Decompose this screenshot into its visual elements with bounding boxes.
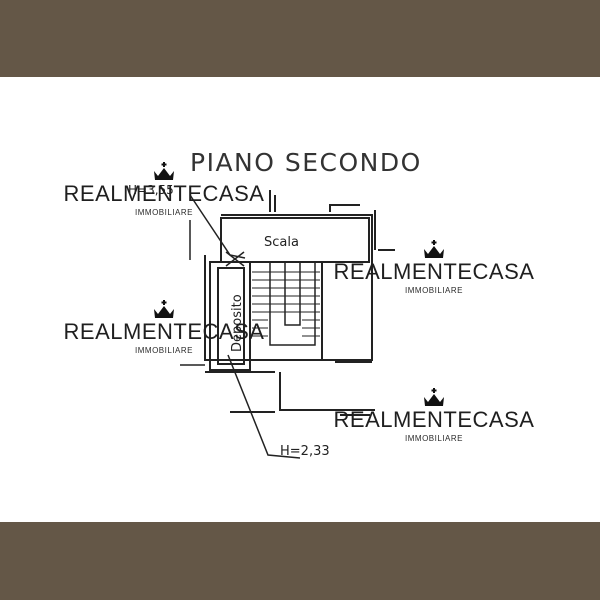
watermark-sub: IMMOBILIARE xyxy=(405,434,463,443)
bottom-frame-band xyxy=(0,522,600,600)
deposito-label: Deposito xyxy=(230,294,245,352)
plan-wall xyxy=(374,210,395,251)
plan-wall xyxy=(204,214,373,361)
watermark-sub: IMMOBILIARE xyxy=(135,208,193,217)
plan-wall xyxy=(269,190,276,212)
watermark-brand: REALMENTECASA xyxy=(63,181,265,206)
plan-wall xyxy=(205,361,375,411)
height-leader-bottom xyxy=(227,354,301,459)
watermark-sub: IMMOBILIARE xyxy=(405,286,463,295)
crown-icon xyxy=(154,300,174,318)
stair-landing xyxy=(284,262,301,326)
watermark: REALMENTECASA IMMOBILIARE xyxy=(328,388,540,443)
watermark: REALMENTECASA IMMOBILIARE xyxy=(328,240,540,295)
plan-wall xyxy=(249,262,323,360)
crown-icon xyxy=(154,162,174,180)
plan-wall xyxy=(230,411,370,416)
scala-label: Scala xyxy=(264,235,299,250)
watermark-brand: REALMENTECASA xyxy=(333,407,535,432)
plan-wall xyxy=(180,220,205,366)
watermark: REALMENTECASA IMMOBILIARE xyxy=(58,162,270,217)
crown-icon xyxy=(424,388,444,406)
door-mark xyxy=(225,251,245,267)
watermark: REALMENTECASA IMMOBILIARE xyxy=(58,300,270,355)
plan-title: PIANO SECONDO xyxy=(190,148,422,177)
scala-room xyxy=(220,217,370,263)
top-frame-band xyxy=(0,0,600,77)
watermark-sub: IMMOBILIARE xyxy=(135,346,193,355)
height-label-top: H=3,55 xyxy=(128,183,174,197)
plan-wall xyxy=(329,204,360,212)
crown-icon xyxy=(424,240,444,258)
watermark-brand: REALMENTECASA xyxy=(63,319,265,344)
height-label-bottom: H=2,33 xyxy=(280,444,330,459)
watermark-brand: REALMENTECASA xyxy=(333,259,535,284)
